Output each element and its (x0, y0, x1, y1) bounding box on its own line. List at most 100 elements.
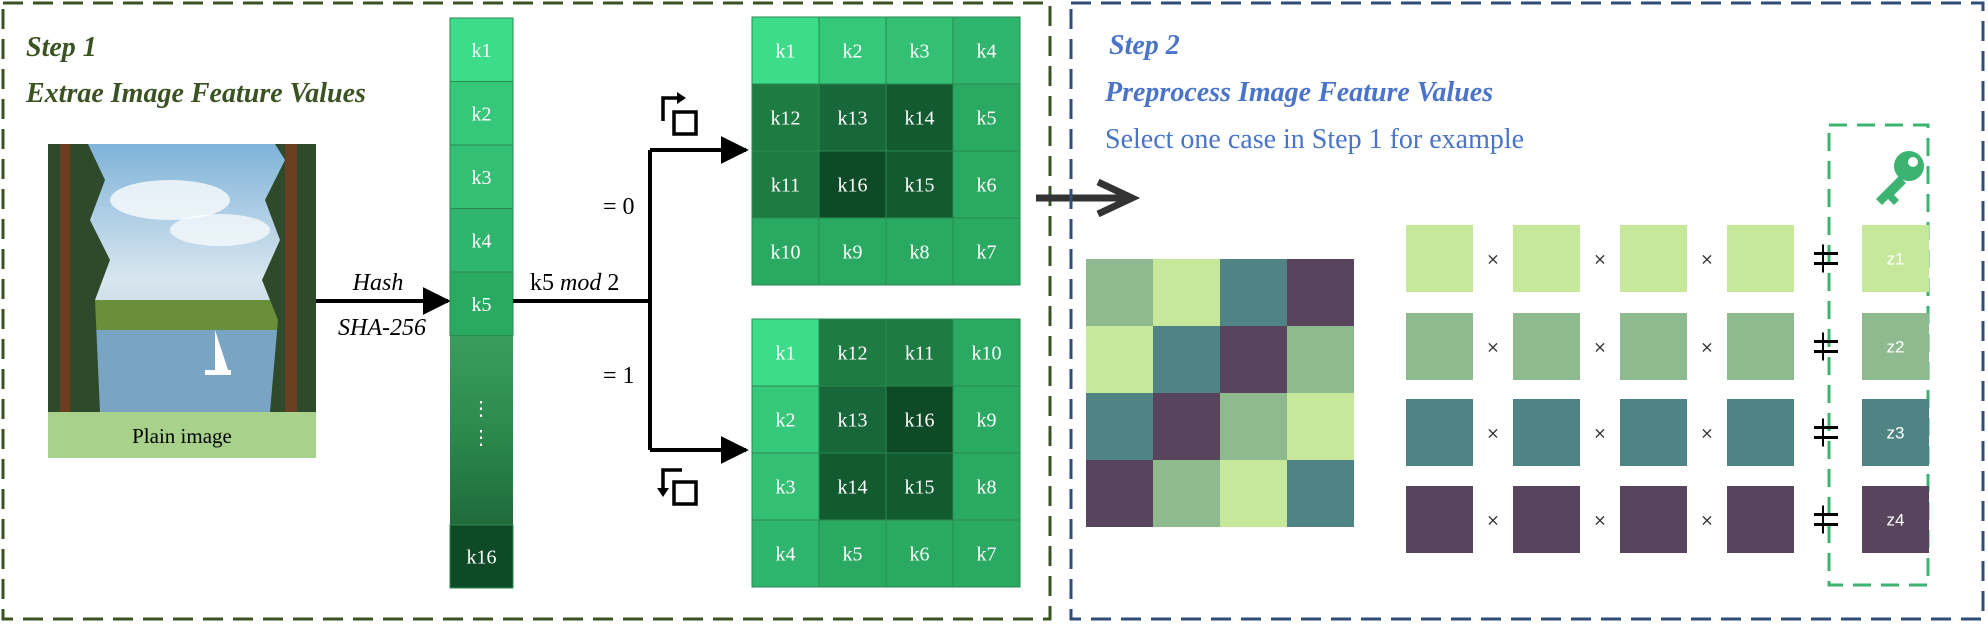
times-symbol: × (1593, 424, 1606, 443)
image-trunk-left (60, 144, 70, 412)
grid-cell (751, 519, 820, 588)
product-square (1513, 399, 1580, 466)
image-sail (215, 330, 228, 370)
key-column-fade (450, 333, 513, 525)
color-cell (1220, 393, 1287, 460)
grid-cell-label: k5 (977, 108, 997, 130)
grid-cell (952, 519, 1021, 588)
grid-cell-label: k10 (972, 343, 1002, 365)
key-cell-label: k2 (472, 103, 492, 125)
grid-cell-label: k7 (977, 242, 997, 264)
grid-cell-label: k4 (776, 544, 796, 566)
times-symbol: × (1700, 511, 1713, 530)
grid-cell-label: k13 (838, 410, 868, 432)
grid-cell-label: k16 (838, 175, 868, 197)
product-square (1620, 399, 1687, 466)
key-column-ellipsis: ⋮ (471, 427, 491, 449)
color-cell (1220, 326, 1287, 393)
grid-cell-label: k14 (905, 108, 935, 130)
rotate-icon (661, 92, 698, 136)
hash-algo-label: SHA-256 (338, 315, 426, 341)
image-boat (205, 370, 231, 375)
grid-cell (885, 519, 954, 588)
z-square (1862, 225, 1929, 292)
grid-cell-label: k2 (843, 41, 863, 63)
image-caption-bar (48, 412, 316, 458)
grid-cell (952, 318, 1021, 387)
times-symbol: × (1486, 424, 1499, 443)
grid-cell-label: k13 (838, 108, 868, 130)
grid-cell-label: k9 (977, 410, 997, 432)
grid-cell (952, 83, 1021, 152)
product-square (1406, 486, 1473, 553)
branch-zero-label: = 0 (603, 194, 635, 220)
image-caption: Plain image (132, 424, 232, 448)
product-square (1513, 225, 1580, 292)
grid-cell-label: k10 (771, 242, 801, 264)
product-rows: ×××z1×××z2×××z3×××z4 (1406, 225, 1929, 553)
grid-cell-label: k9 (843, 242, 863, 264)
grid-cell (818, 16, 887, 85)
color-cell (1287, 460, 1354, 527)
key-cell (449, 524, 514, 589)
color-cell (1086, 326, 1153, 393)
grid-cell-label: k14 (838, 477, 868, 499)
grid-cell (751, 217, 820, 286)
color-cell (1287, 393, 1354, 460)
step2-border (1069, 1, 1985, 621)
key-cell (449, 271, 514, 336)
grid-cell (751, 16, 820, 85)
color-cell (1153, 460, 1220, 527)
times-symbol: × (1593, 250, 1606, 269)
grid-cell-label: k1 (776, 343, 796, 365)
product-square (1406, 399, 1473, 466)
plain-image: Plain image (48, 144, 316, 458)
step1-panel: Step 1 Extrae Image Feature Values Plain… (1, 1, 1052, 621)
grid-cell (818, 318, 887, 387)
color-cell (1153, 326, 1220, 393)
product-square (1727, 313, 1794, 380)
mod-label: k5 mod 2 (530, 270, 619, 296)
step1-border (1, 1, 1052, 621)
product-square (1406, 313, 1473, 380)
grid-cell-label: k1 (776, 41, 796, 63)
grid-cell-label: k8 (977, 477, 997, 499)
times-symbol: × (1486, 250, 1499, 269)
grid-cell-label: k16 (905, 410, 935, 432)
grid-cell-label: k7 (977, 544, 997, 566)
rotate-icon (657, 468, 698, 506)
step1-title: Extrae Image Feature Values (25, 78, 366, 109)
grid-cell-label: k6 (977, 175, 997, 197)
times-symbol: × (1700, 250, 1713, 269)
grid-cell (885, 217, 954, 286)
grid-cell-label: k6 (910, 544, 930, 566)
grid-cell (885, 385, 954, 454)
grid-cell-label: k15 (905, 175, 935, 197)
product-square (1620, 225, 1687, 292)
key-cell (449, 144, 514, 209)
grid-cell-label: k4 (977, 41, 997, 63)
product-square (1513, 313, 1580, 380)
product-square (1727, 225, 1794, 292)
grid-cell (952, 217, 1021, 286)
image-cloud (110, 180, 230, 220)
step-connector-arrow (1036, 178, 1141, 218)
grid-cell (885, 16, 954, 85)
key-column-ellipsis: ⋮ (471, 398, 491, 420)
key-cell-label: k5 (472, 294, 492, 316)
step2-title: Preprocess Image Feature Values (1104, 77, 1493, 108)
z-label: z1 (1887, 250, 1905, 269)
grid-cell (885, 83, 954, 152)
grid-cell-label: k2 (776, 410, 796, 432)
step2-panel: Step 2 Preprocess Image Feature Values S… (1069, 1, 1985, 621)
key-icon (1876, 151, 1924, 205)
hash-label: Hash (352, 270, 404, 296)
grid-cell-label: k11 (905, 343, 934, 365)
grid-cell (885, 150, 954, 219)
grid-cell (885, 452, 954, 521)
image-cloud (170, 214, 270, 246)
color-cell (1220, 460, 1287, 527)
